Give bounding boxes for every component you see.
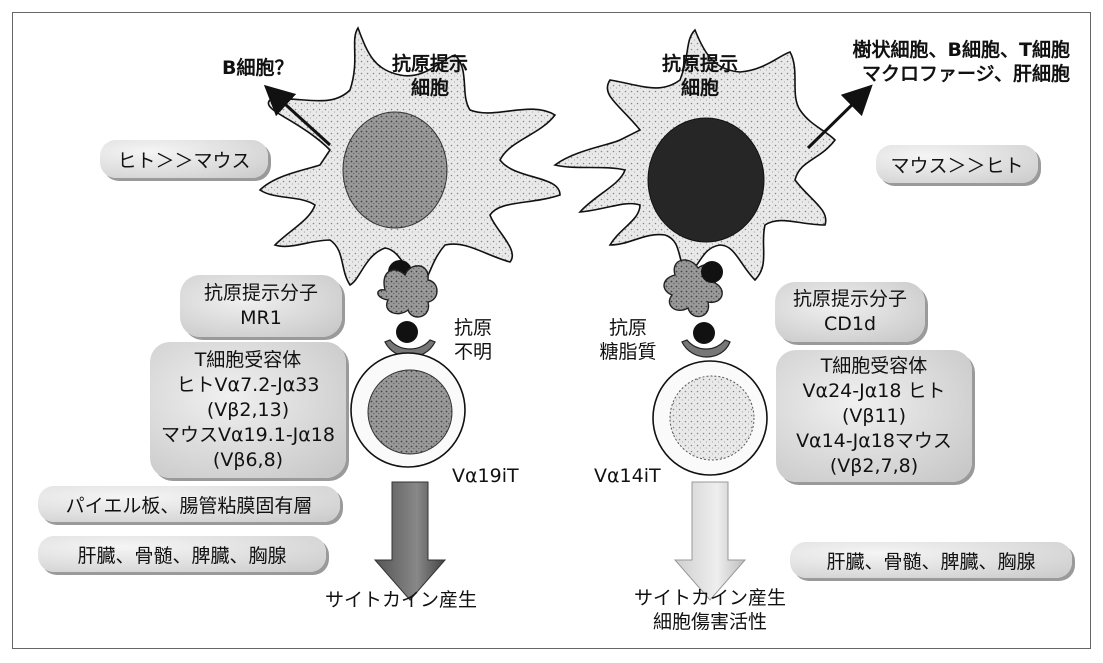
left-apc-label: 抗原提示 細胞 [380,52,480,100]
right-apc-label-line2: 細胞 [650,76,750,100]
right-tcr-box: T細胞受容体 Vα24-Jα18 ヒト (Vβ11) Vα14-Jα18マウス … [776,350,972,482]
right-down-arrow [675,482,745,600]
left-tcr-box: T細胞受容体 ヒトVα7.2-Jα33 (Vβ2,13) マウスVα19.1-J… [150,342,346,478]
right-antigen-complex [653,260,767,475]
right-molecule-line2: CD1d [824,312,876,337]
left-antigen-line1: 抗原 [448,316,498,340]
left-apc-label-line2: 細胞 [380,76,480,100]
right-targets-label: 樹状細胞、B細胞、T細胞 マクロファージ、肝細胞 [838,38,1070,86]
right-molecule-line1: 抗原提示分子 [793,287,907,312]
left-antigen-line2: 不明 [448,340,498,364]
left-apc-label-line1: 抗原提示 [380,52,480,76]
right-tcr-line: T細胞受容体 [821,354,928,379]
left-tissue-pill-1: パイエル板、腸管粘膜固有層 [38,486,340,522]
right-apc-label-line1: 抗原提示 [650,52,750,76]
left-antigen-label: 抗原 不明 [448,316,498,364]
right-targets-line2: マクロファージ、肝細胞 [838,62,1070,86]
right-antigen-label: 抗原 糖脂質 [598,316,658,364]
left-molecule-line1: 抗原提示分子 [204,281,318,306]
left-presenting-molecule-box: 抗原提示分子 MR1 [180,275,342,337]
left-tcr-line: T細胞受容体 [195,348,302,373]
right-targets-line1: 樹状細胞、B細胞、T細胞 [838,38,1070,62]
right-output-label: サイトカイン産生 細胞傷害活性 [620,586,800,634]
right-tcr-line: (Vβ11) [842,404,906,429]
left-output-label: サイトカイン産生 [325,588,477,612]
right-tcr-line: Vα14-Jα18マウス [796,429,952,454]
right-apc-label: 抗原提示 細胞 [650,52,750,100]
right-output-line1: サイトカイン産生 [620,586,800,610]
right-tissue-pill: 肝臓、骨髄、脾臓、胸腺 [790,542,1072,578]
left-tcr-line: マウスVα19.1-Jα18 [161,423,335,448]
left-tissue-pill-2: 肝臓、骨髄、脾臓、胸腺 [38,536,326,572]
right-species-pill: マウス＞＞ヒト [876,145,1038,183]
left-tcr-line: (Vβ2,13) [207,398,289,423]
left-tcr-line: (Vβ6,8) [213,448,283,473]
left-down-arrow [375,482,445,600]
left-tcr-line: ヒトVα7.2-Jα33 [177,373,320,398]
right-tcr-line: (Vβ2,7,8) [830,454,918,479]
right-antigen-line1: 抗原 [598,316,658,340]
left-species-pill: ヒト＞＞マウス [100,140,268,178]
left-molecule-line2: MR1 [240,306,282,331]
right-antigen-line2: 糖脂質 [598,340,658,364]
right-cell-label: Vα14iT [594,464,661,488]
right-output-line2: 細胞傷害活性 [620,610,800,634]
right-tcr-line: Vα24-Jα18 ヒト [803,379,946,404]
left-cell-label: Vα19iT [452,464,519,488]
right-presenting-molecule-box: 抗原提示分子 CD1d [775,282,925,342]
left-b-cell-label: B細胞？ [222,56,293,80]
